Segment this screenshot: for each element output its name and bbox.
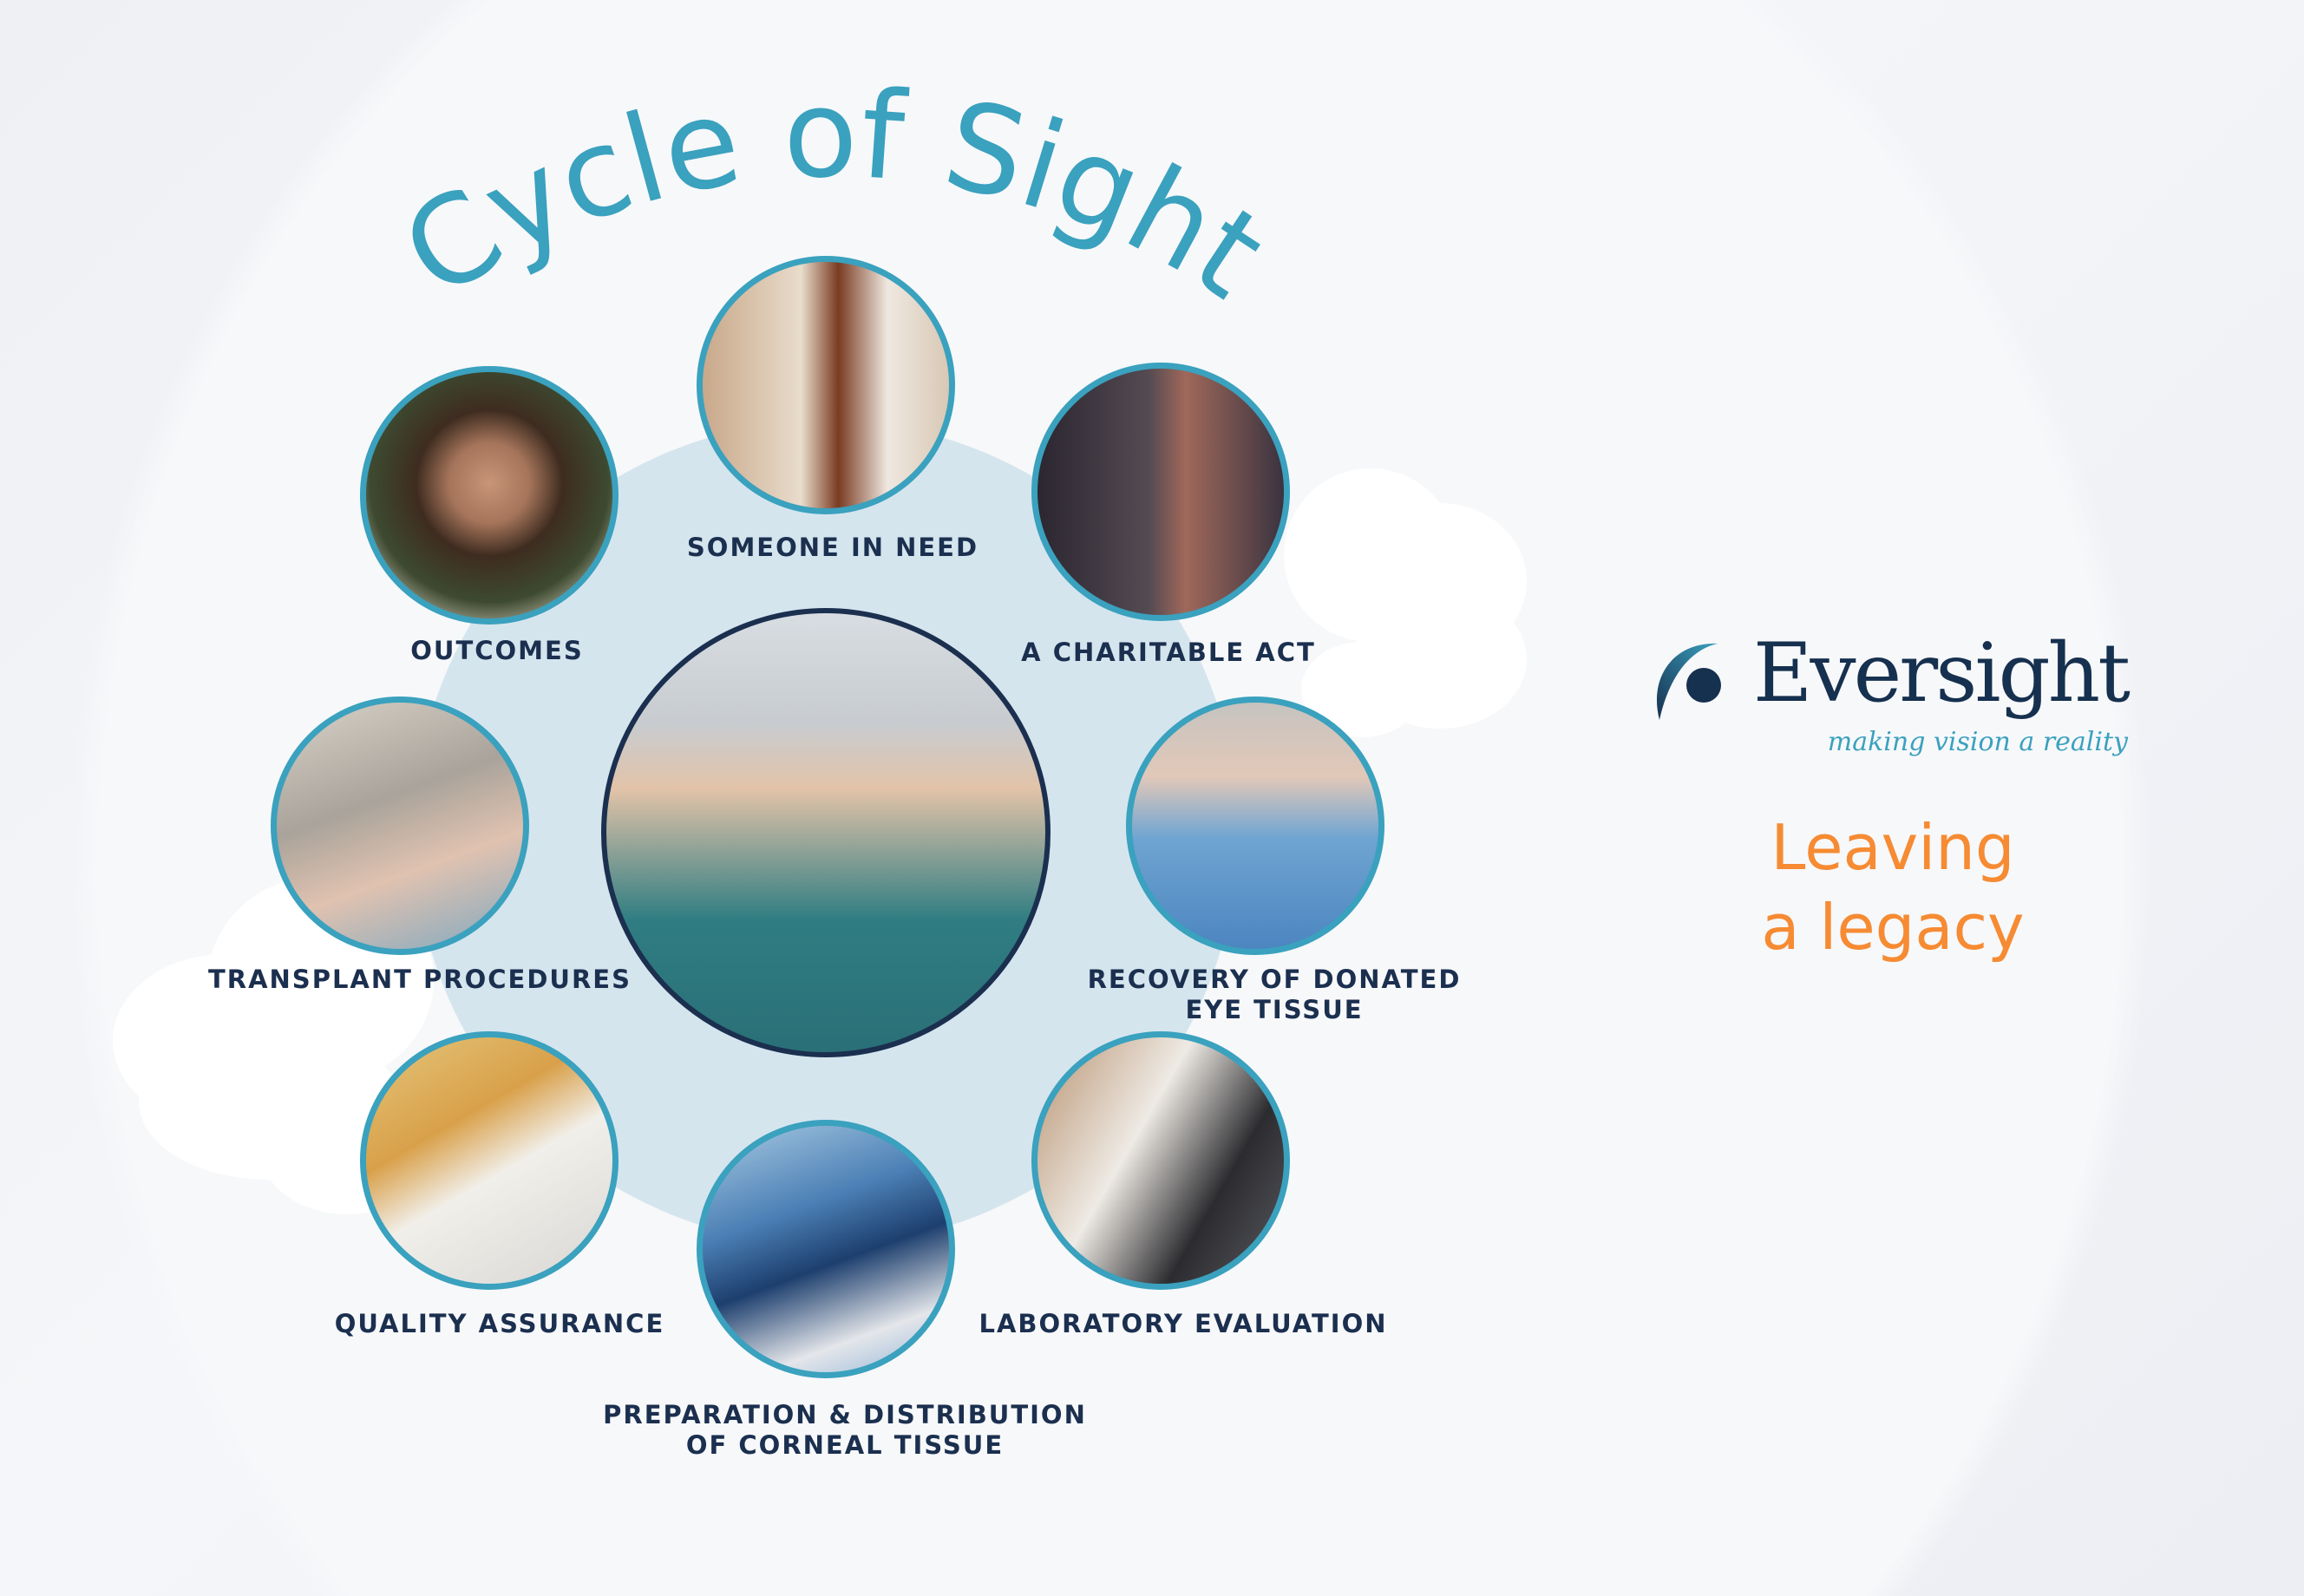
photo-charitable-act	[1031, 363, 1290, 621]
brand-tagline: making vision a reality	[1827, 727, 2128, 757]
label-recovery-line2: EYE TISSUE	[1185, 995, 1364, 1024]
photo-preparation-distribution	[697, 1120, 955, 1378]
label-preparation-line1: PREPARATION & DISTRIBUTION	[603, 1400, 1087, 1429]
label-laboratory-evaluation: LABORATORY EVALUATION	[979, 1309, 1388, 1338]
brand-name: Eversight	[1752, 626, 2131, 721]
label-preparation-line2: OF CORNEAL TISSUE	[685, 1430, 1005, 1460]
photo-quality-assurance	[360, 1031, 619, 1290]
photo-someone-in-need	[697, 256, 955, 514]
label-charitable-act: A CHARITABLE ACT	[1021, 638, 1316, 667]
label-transplant-procedures: TRANSPLANT PROCEDURES	[207, 965, 632, 994]
label-someone-in-need: SOMEONE IN NEED	[686, 533, 979, 562]
photo-center-donor-family	[601, 608, 1051, 1057]
label-recovery: RECOVERY OF DONATED EYE TISSUE	[1014, 965, 1535, 1025]
photo-recovery-of-donated-eye-tissue	[1126, 697, 1384, 955]
headline-line2: a legacy	[1761, 891, 2025, 964]
label-preparation-distribution: PREPARATION & DISTRIBUTION OF CORNEAL TI…	[585, 1400, 1105, 1461]
photo-transplant-procedures	[271, 697, 529, 955]
photo-outcomes	[360, 366, 619, 625]
label-outcomes: OUTCOMES	[410, 636, 584, 665]
eversight-logo-icon	[1656, 643, 1721, 720]
photo-laboratory-evaluation	[1031, 1031, 1290, 1290]
headline-line1: Leaving	[1771, 811, 2015, 884]
label-recovery-line1: RECOVERY OF DONATED	[1087, 965, 1462, 994]
label-quality-assurance: QUALITY ASSURANCE	[334, 1309, 665, 1338]
